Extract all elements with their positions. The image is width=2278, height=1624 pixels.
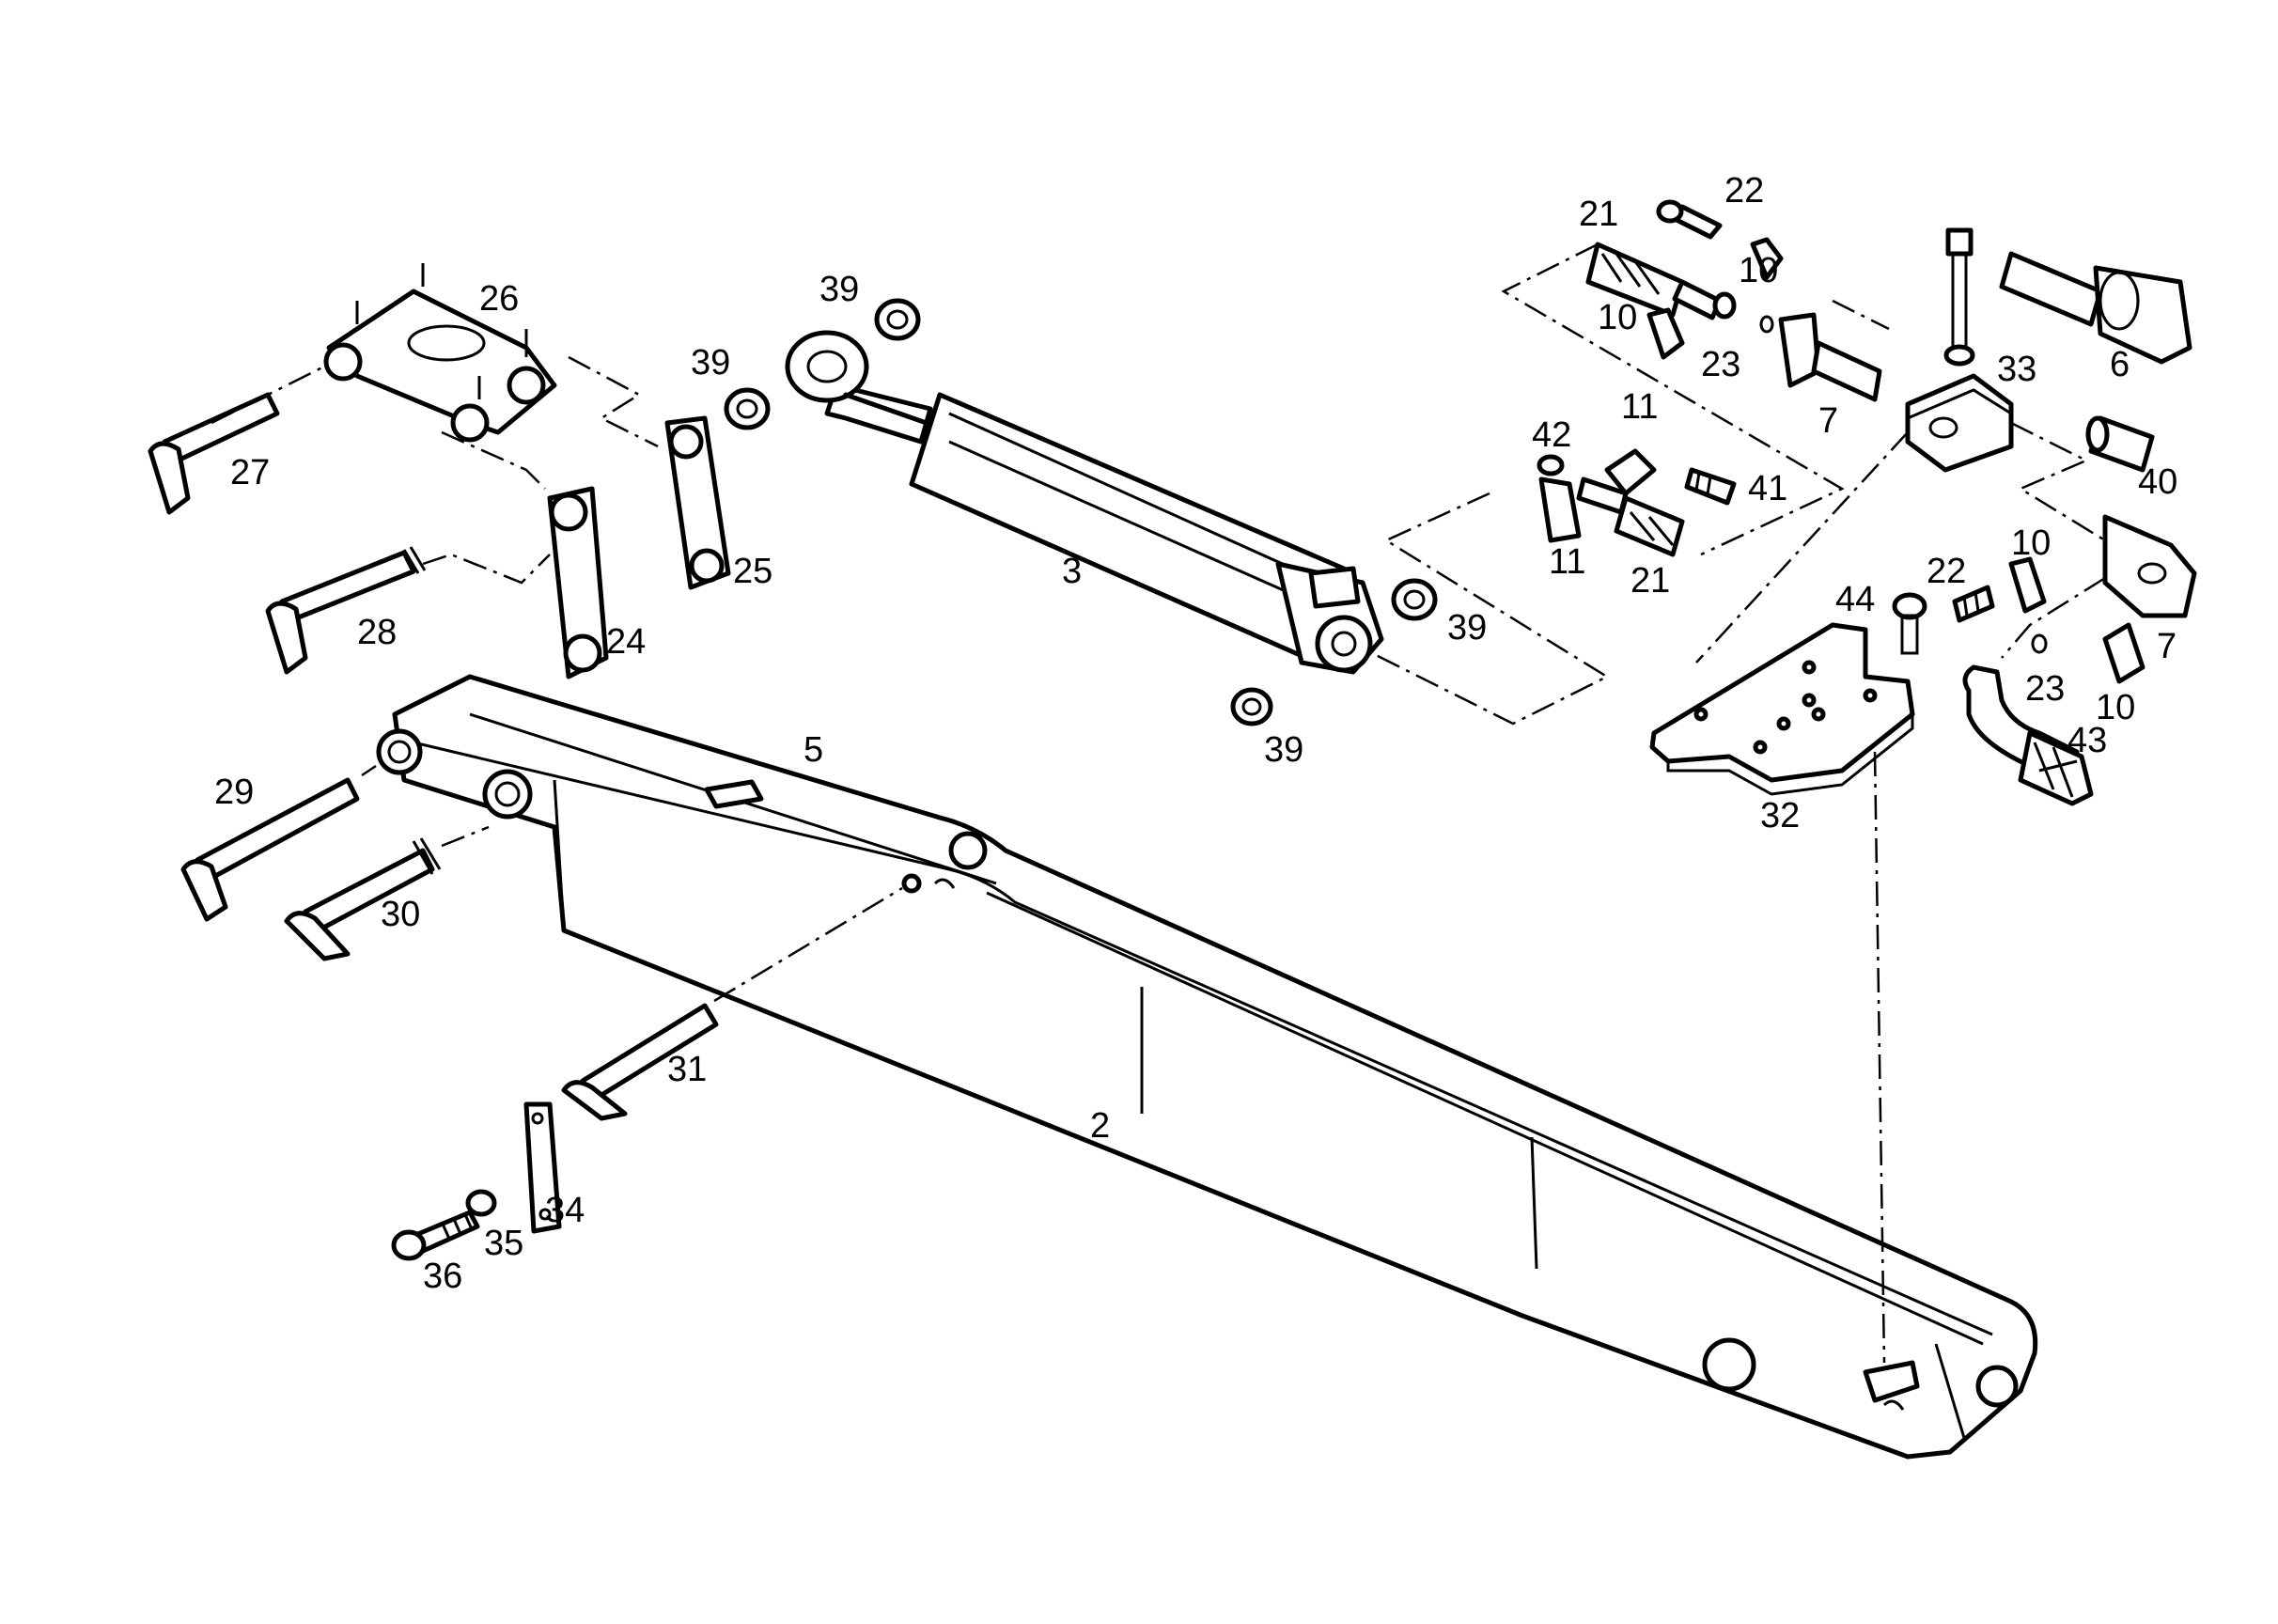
callout-21-a: 21 [1579,195,1618,234]
callout-35: 35 [484,1224,523,1263]
washer-39-group [724,298,1438,726]
callout-26: 26 [479,279,519,319]
pivot-assembly-lower [1952,514,2197,684]
callout-10-c: 10 [2011,523,2051,563]
callout-5: 5 [804,730,823,770]
mounting-plate-32 [1649,622,1915,796]
pin-29 [180,777,360,922]
callout-43: 43 [2067,721,2107,760]
callout-39-c: 39 [1447,608,1487,648]
callout-6: 6 [2110,345,2130,384]
callout-39-a: 39 [819,270,859,309]
boom-cylinder-bore [948,831,988,870]
callout-42: 42 [1532,415,1571,455]
link-25 [664,415,731,590]
callout-27: 27 [230,453,270,492]
callout-34: 34 [545,1191,585,1230]
washer-35 [465,1189,497,1217]
bolt-44 [1892,592,1927,655]
callout-11-a: 11 [1621,387,1658,427]
pin-28 [265,546,427,675]
pivot-assembly-middle [1537,448,1737,557]
callout-25: 25 [733,552,772,591]
callout-44: 44 [1835,580,1875,619]
mounting-pad [1863,1360,1920,1403]
bolt-vertical [1943,227,1975,367]
hose-43 [1962,664,2094,806]
callout-21-b: 21 [1630,561,1670,601]
pivot-assembly-upper [1585,199,1882,402]
callout-39-b: 39 [691,343,730,383]
leader-lines [211,242,2106,1364]
boom-arm [376,674,2038,1460]
callout-33: 33 [1997,350,2036,389]
bolt-36 [391,1210,480,1261]
callout-23-a: 23 [1701,345,1740,384]
linkage-26 [323,263,557,443]
plate-34 [523,1101,562,1234]
callout-39-d: 39 [1264,730,1303,770]
callout-28: 28 [357,613,397,652]
callout-22-a: 22 [1724,171,1764,211]
clamp-block-33 [1905,373,2014,473]
callout-29: 29 [214,773,254,812]
pin-31 [561,1003,719,1121]
callout-22-b: 22 [1927,552,1966,591]
callout-7-lower: 7 [2157,627,2177,666]
callout-labels: 2 3 5 6 7 7 10 10 10 10 11 11 21 21 22 2… [214,171,2177,1296]
link-24 [547,486,609,679]
callout-3: 3 [1062,552,1082,591]
callout-10-d: 10 [2096,688,2135,727]
callout-30: 30 [381,895,420,934]
callout-23-b: 23 [2025,669,2065,709]
hydraulic-cylinder [785,330,1384,675]
callout-2: 2 [1090,1106,1110,1146]
boom-tip-bore [1975,1365,2019,1408]
pin-27 [148,392,280,515]
part-5-bracket [704,779,764,809]
pin-30 [284,837,442,961]
callout-31: 31 [667,1050,707,1089]
callout-41: 41 [1748,469,1787,508]
callout-32: 32 [1760,796,1800,835]
callout-10-a: 10 [1739,251,1778,290]
boom-end-bore [1702,1337,1756,1392]
callout-24: 24 [606,622,646,662]
callout-36: 36 [423,1257,462,1296]
sleeve-40 [2085,415,2155,473]
callout-10-b: 10 [1598,298,1637,337]
callout-40: 40 [2138,462,2177,502]
callout-11-b: 11 [1549,542,1585,582]
boom-pivot-bore-mid [482,769,533,820]
boom-pivot-bore-left [376,728,423,775]
callout-7-upper: 7 [1818,401,1838,441]
motor-6 [1999,251,2192,365]
